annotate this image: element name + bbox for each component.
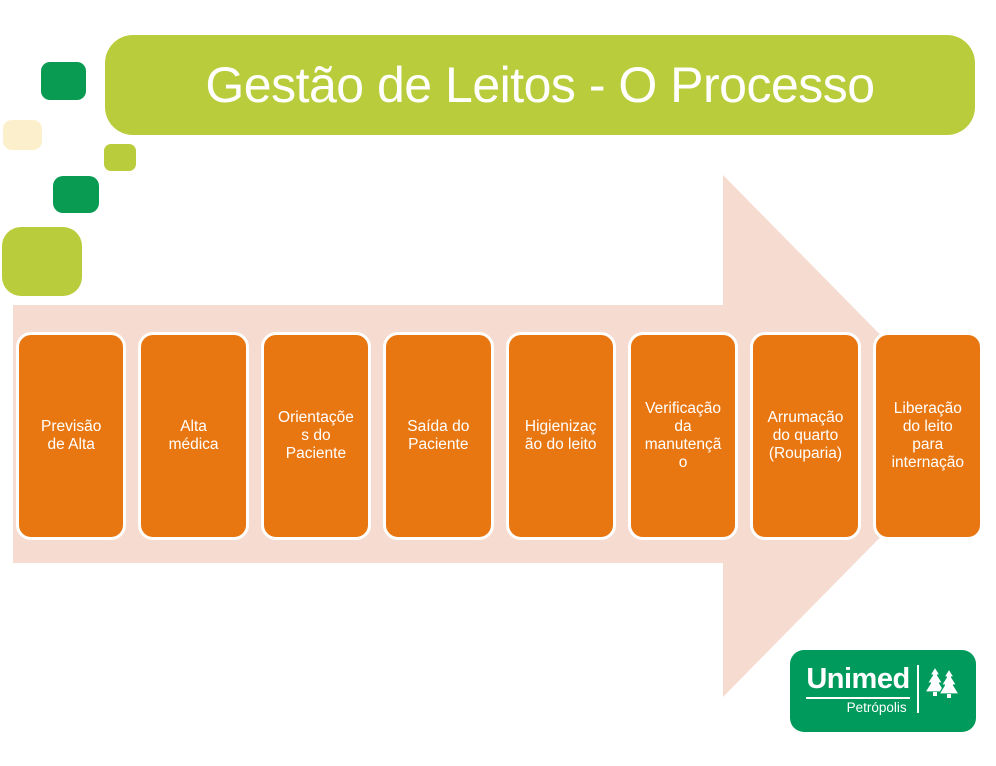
step-box-orientacoes-do-paciente: Orientaçõe s do Paciente	[260, 332, 372, 540]
decor-square-lime-large	[2, 227, 82, 296]
step-label: Orientaçõe s do Paciente	[278, 409, 354, 462]
step-label: Arrumação do quarto (Rouparia)	[767, 409, 844, 462]
step-label: Higienizaç ão do leito	[524, 418, 597, 453]
decor-square-dark-green-1	[41, 62, 86, 100]
step-box-arrumacao-do-quarto: Arrumação do quarto (Rouparia)	[750, 332, 861, 540]
step-box-higienizacao-do-leito: Higienizaç ão do leito	[505, 332, 616, 540]
title-banner: Gestão de Leitos - O Processo	[105, 35, 975, 135]
step-box-previsao-de-alta: Previsão de Alta	[16, 332, 127, 540]
logo-divider	[916, 665, 919, 714]
step-box-verificacao-da-manutencao: Verificação da manutençã o	[627, 332, 739, 540]
pine-trees-icon	[924, 666, 960, 699]
logo-wordmark: Unimed	[806, 663, 910, 696]
step-label: Saída do Paciente	[407, 418, 470, 453]
page-title: Gestão de Leitos - O Processo	[205, 57, 875, 113]
logo-city: Petrópolis	[846, 700, 907, 716]
step-label: Verificação da manutençã o	[644, 400, 722, 471]
decor-square-lime-small	[104, 144, 136, 171]
step-label: Liberação do leito para internação	[891, 400, 964, 471]
step-box-liberacao-do-leito: Liberação do leito para internação	[872, 332, 983, 540]
step-box-saida-do-paciente: Saída do Paciente	[383, 332, 494, 540]
step-label: Previsão de Alta	[41, 418, 102, 453]
logo-rule	[806, 697, 910, 700]
decor-square-cream	[3, 120, 42, 150]
step-label: Alta médica	[168, 418, 219, 453]
process-steps: Previsão de Alta Alta médica Orientaçõe …	[16, 332, 983, 540]
step-box-alta-medica: Alta médica	[138, 332, 249, 540]
decor-square-dark-green-2	[53, 176, 99, 213]
unimed-logo: Unimed Petrópolis	[790, 650, 976, 732]
